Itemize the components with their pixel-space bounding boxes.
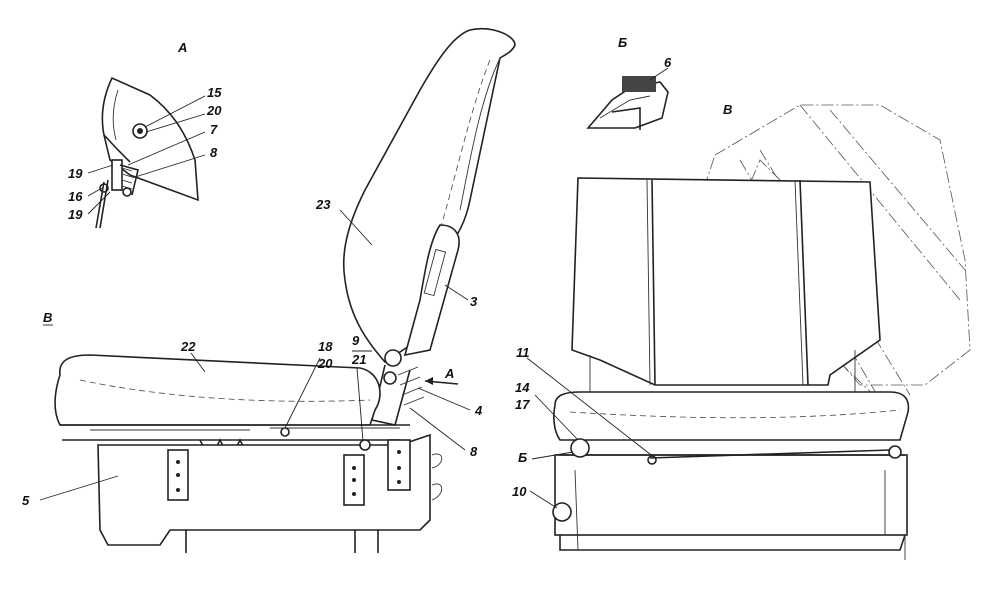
view-titles: А Б В В А Б (43, 35, 732, 465)
part-label: 6 (664, 55, 672, 70)
part-label: 15 (207, 85, 222, 100)
view-title-detail-a: А (177, 40, 187, 55)
view-callout-b: Б (518, 450, 527, 465)
seat-side-view (54, 27, 516, 553)
part-label: 16 (68, 189, 83, 204)
view-title-front-view: В (723, 102, 732, 117)
part-label: 14 (515, 380, 530, 395)
view-title-detail-b: Б (618, 35, 627, 50)
part-label: 19 (68, 166, 83, 181)
part-labels: 15 20 7 8 19 16 19 6 23 3 22 18 20 9 21 … (22, 55, 672, 508)
part-label: 23 (315, 197, 331, 212)
view-arrow-a (424, 377, 459, 385)
part-label: 20 (317, 356, 333, 371)
part-label: 4 (474, 403, 483, 418)
part-label: 10 (512, 484, 527, 499)
part-label: 3 (470, 294, 478, 309)
part-label: 17 (515, 397, 530, 412)
detail-a-drawing (95, 76, 199, 229)
view-callout-a: А (444, 366, 454, 381)
part-label: 7 (210, 122, 218, 137)
part-label: 8 (210, 145, 218, 160)
part-label: 5 (22, 493, 30, 508)
part-label: 22 (180, 339, 196, 354)
part-label: 8 (470, 444, 478, 459)
detail-b-drawing (586, 76, 669, 130)
part-label: 9 (352, 333, 360, 348)
part-label: 20 (206, 103, 222, 118)
seat-front-view (552, 104, 971, 560)
part-label: 19 (68, 207, 83, 222)
part-label: 21 (351, 352, 366, 367)
part-label: 11 (516, 345, 530, 360)
part-label: 18 (318, 339, 333, 354)
view-title-side-view: В (43, 310, 52, 325)
leader-lines (39, 67, 669, 509)
